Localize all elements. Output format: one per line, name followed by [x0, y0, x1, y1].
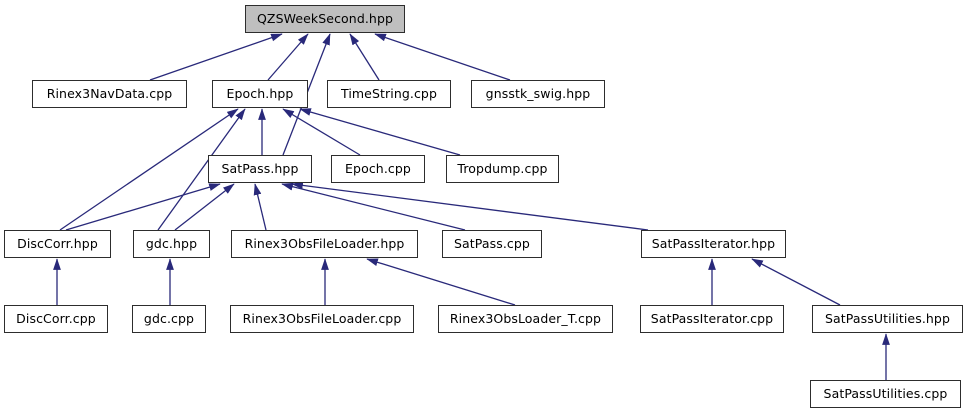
graph-node-label: Rinex3NavData.cpp — [46, 85, 173, 101]
graph-node-label: gnsstk_swig.hpp — [485, 85, 591, 101]
graph-node-rinex3obsfileloader_cpp[interactable]: Rinex3ObsFileLoader.cpp — [230, 305, 414, 333]
graph-node-label: SatPassIterator.hpp — [651, 235, 776, 251]
graph-node-label: SatPassUtilities.hpp — [825, 310, 950, 326]
graph-node-epoch_hpp[interactable]: Epoch.hpp — [212, 80, 308, 108]
graph-node-label: Epoch.hpp — [226, 85, 294, 101]
graph-node-satpassiterator_hpp[interactable]: SatPassIterator.hpp — [641, 230, 786, 258]
graph-edge-rinex3obsfileloader_hpp-to-satpass_hpp — [253, 183, 267, 231]
graph-edge-tropdump_cpp-to-epoch_hpp — [299, 108, 461, 156]
graph-edge-epoch_hpp-to-qzsweeksecond_hpp — [267, 33, 309, 81]
graph-node-label: SatPass.hpp — [221, 160, 299, 176]
graph-edge-satpassiterator_hpp-to-satpass_hpp — [291, 181, 649, 231]
graph-node-label: Tropdump.cpp — [457, 160, 548, 176]
graph-node-label: Rinex3ObsFileLoader.cpp — [242, 310, 402, 326]
graph-node-gdc_hpp[interactable]: gdc.hpp — [133, 230, 210, 258]
graph-node-label: gdc.hpp — [145, 235, 198, 251]
graph-node-gdc_cpp[interactable]: gdc.cpp — [132, 305, 206, 333]
graph-node-label: SatPass.cpp — [454, 235, 530, 251]
graph-node-label: SatPassUtilities.cpp — [823, 385, 948, 401]
graph-node-epoch_cpp[interactable]: Epoch.cpp — [331, 155, 425, 183]
graph-edge-timestring_cpp-to-qzsweeksecond_hpp — [349, 33, 380, 81]
graph-node-label: TimeString.cpp — [340, 85, 437, 101]
graph-node-satpass_hpp[interactable]: SatPass.hpp — [208, 155, 312, 183]
graph-node-gnsstk_swig_hpp[interactable]: gnsstk_swig.hpp — [471, 80, 605, 108]
graph-node-label: gdc.cpp — [143, 310, 195, 326]
graph-node-timestring_cpp[interactable]: TimeString.cpp — [327, 80, 451, 108]
graph-edge-rinex3navdata_cpp-to-qzsweeksecond_hpp — [149, 33, 283, 81]
graph-node-label: QZSWeekSecond.hpp — [256, 10, 394, 26]
graph-node-label: DiscCorr.cpp — [16, 310, 96, 326]
graph-edge-rinex3obsloader_t_cpp-to-rinex3obsfileloader_hpp — [366, 258, 516, 306]
graph-node-label: DiscCorr.hpp — [17, 235, 98, 251]
graph-node-satpass_cpp[interactable]: SatPass.cpp — [442, 230, 542, 258]
graph-node-label: Rinex3ObsLoader_T.cpp — [449, 310, 602, 326]
graph-node-label: SatPassIterator.cpp — [650, 310, 774, 326]
graph-edge-disccorr_hpp-to-satpass_hpp — [65, 183, 221, 231]
graph-node-rinex3obsfileloader_hpp[interactable]: Rinex3ObsFileLoader.hpp — [231, 230, 418, 258]
graph-edge-satpassutilities_hpp-to-satpassiterator_hpp — [751, 258, 841, 306]
graph-node-rinex3obsloader_t_cpp[interactable]: Rinex3ObsLoader_T.cpp — [438, 305, 613, 333]
graph-edge-gnsstk_swig_hpp-to-qzsweeksecond_hpp — [374, 33, 511, 81]
graph-node-rinex3navdata_cpp[interactable]: Rinex3NavData.cpp — [32, 80, 187, 108]
graph-node-qzsweeksecond_hpp[interactable]: QZSWeekSecond.hpp — [245, 5, 405, 33]
graph-node-label: Rinex3ObsFileLoader.hpp — [244, 235, 405, 251]
graph-edge-epoch_cpp-to-epoch_hpp — [282, 108, 361, 156]
graph-node-disccorr_hpp[interactable]: DiscCorr.hpp — [4, 230, 111, 258]
graph-node-tropdump_cpp[interactable]: Tropdump.cpp — [446, 155, 559, 183]
graph-node-disccorr_cpp[interactable]: DiscCorr.cpp — [4, 305, 108, 333]
graph-edge-satpass_cpp-to-satpass_hpp — [281, 182, 466, 231]
graph-node-label: Epoch.cpp — [345, 160, 411, 176]
graph-node-satpassutilities_cpp[interactable]: SatPassUtilities.cpp — [810, 380, 961, 408]
graph-node-satpassiterator_cpp[interactable]: SatPassIterator.cpp — [640, 305, 784, 333]
graph-edge-gdc_hpp-to-satpass_hpp — [174, 183, 235, 231]
graph-node-satpassutilities_hpp[interactable]: SatPassUtilities.hpp — [812, 305, 963, 333]
